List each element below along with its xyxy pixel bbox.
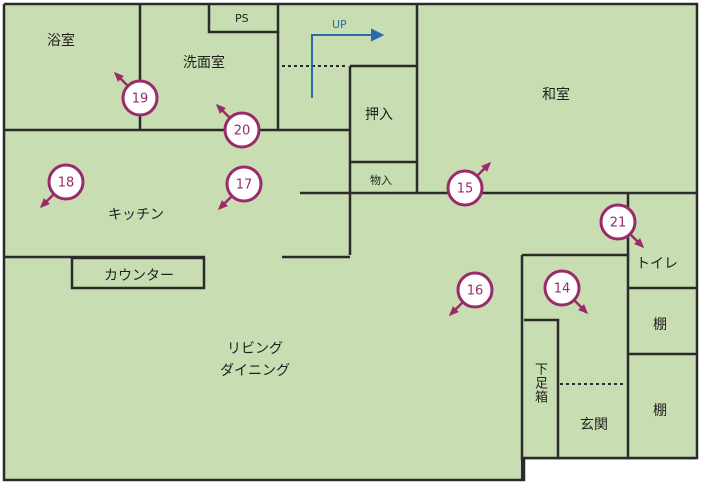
photo-marker-circle [599,203,637,241]
room-label-bath: 浴室 [47,33,75,49]
room-label-kitchen: キッチン [108,207,164,223]
photo-marker-arrowhead [481,161,492,172]
photo-marker-arrowhead [217,200,228,211]
photo-marker-arrowhead [39,198,50,209]
photo-marker-circle [446,169,484,207]
room-label-living: リビング ダイニング [220,338,290,382]
photo-marker-16: 16 [448,271,494,317]
photo-marker-17: 17 [217,165,263,211]
photo-marker-arrowhead [113,71,124,82]
room-label-shelf-upper: 棚 [653,317,667,333]
photo-marker-circle [456,271,494,309]
photo-marker-circle [121,79,159,117]
photo-marker-number: 21 [610,216,627,231]
photo-marker-number: 20 [234,124,251,139]
stairs-up-label: UP [332,18,347,31]
photo-marker-circle [47,163,85,201]
room-label-counter: カウンター [104,268,174,284]
room-label-living-line1: リビング [227,341,283,357]
room-label-monoire: 物入 [370,174,392,187]
photo-marker-number: 14 [554,282,571,297]
door-thresholds [282,65,626,385]
photo-marker-19: 19 [113,71,159,117]
photo-marker-arrowhead [578,304,589,315]
photo-marker-21: 21 [599,203,645,249]
room-label-shoe-box: 下足箱 [532,362,547,404]
stairs-up-arrow-icon [311,28,385,98]
photo-marker-arrowhead [215,103,226,114]
photo-marker-18: 18 [39,163,85,209]
photo-marker-circle [225,165,263,203]
room-label-toilet: トイレ [636,256,678,272]
room-label-entrance: 玄関 [580,417,608,433]
photo-markers: 14 15 16 17 18 19 20 21 [39,71,645,317]
photo-marker-circle [223,111,261,149]
room-label-washitsu: 和室 [542,87,570,103]
photo-marker-number: 15 [457,182,474,197]
photo-marker-number: 17 [236,178,253,193]
photo-marker-number: 16 [467,284,484,299]
photo-marker-arrowhead [634,238,645,249]
photo-marker-circle [543,269,581,307]
photo-marker-number: 19 [132,92,149,107]
photo-marker-14: 14 [543,269,589,315]
photo-marker-number: 18 [58,176,75,191]
outside-area [520,460,703,484]
room-label-oshiire: 押入 [365,107,393,123]
room-label-ps: PS [235,12,249,25]
room-label-living-line2: ダイニング [220,363,290,379]
photo-marker-20: 20 [215,103,261,149]
photo-marker-arrowhead [448,306,459,317]
photo-marker-15: 15 [446,161,492,207]
room-label-shelf-lower: 棚 [653,403,667,419]
room-label-washroom: 洗面室 [183,55,225,71]
